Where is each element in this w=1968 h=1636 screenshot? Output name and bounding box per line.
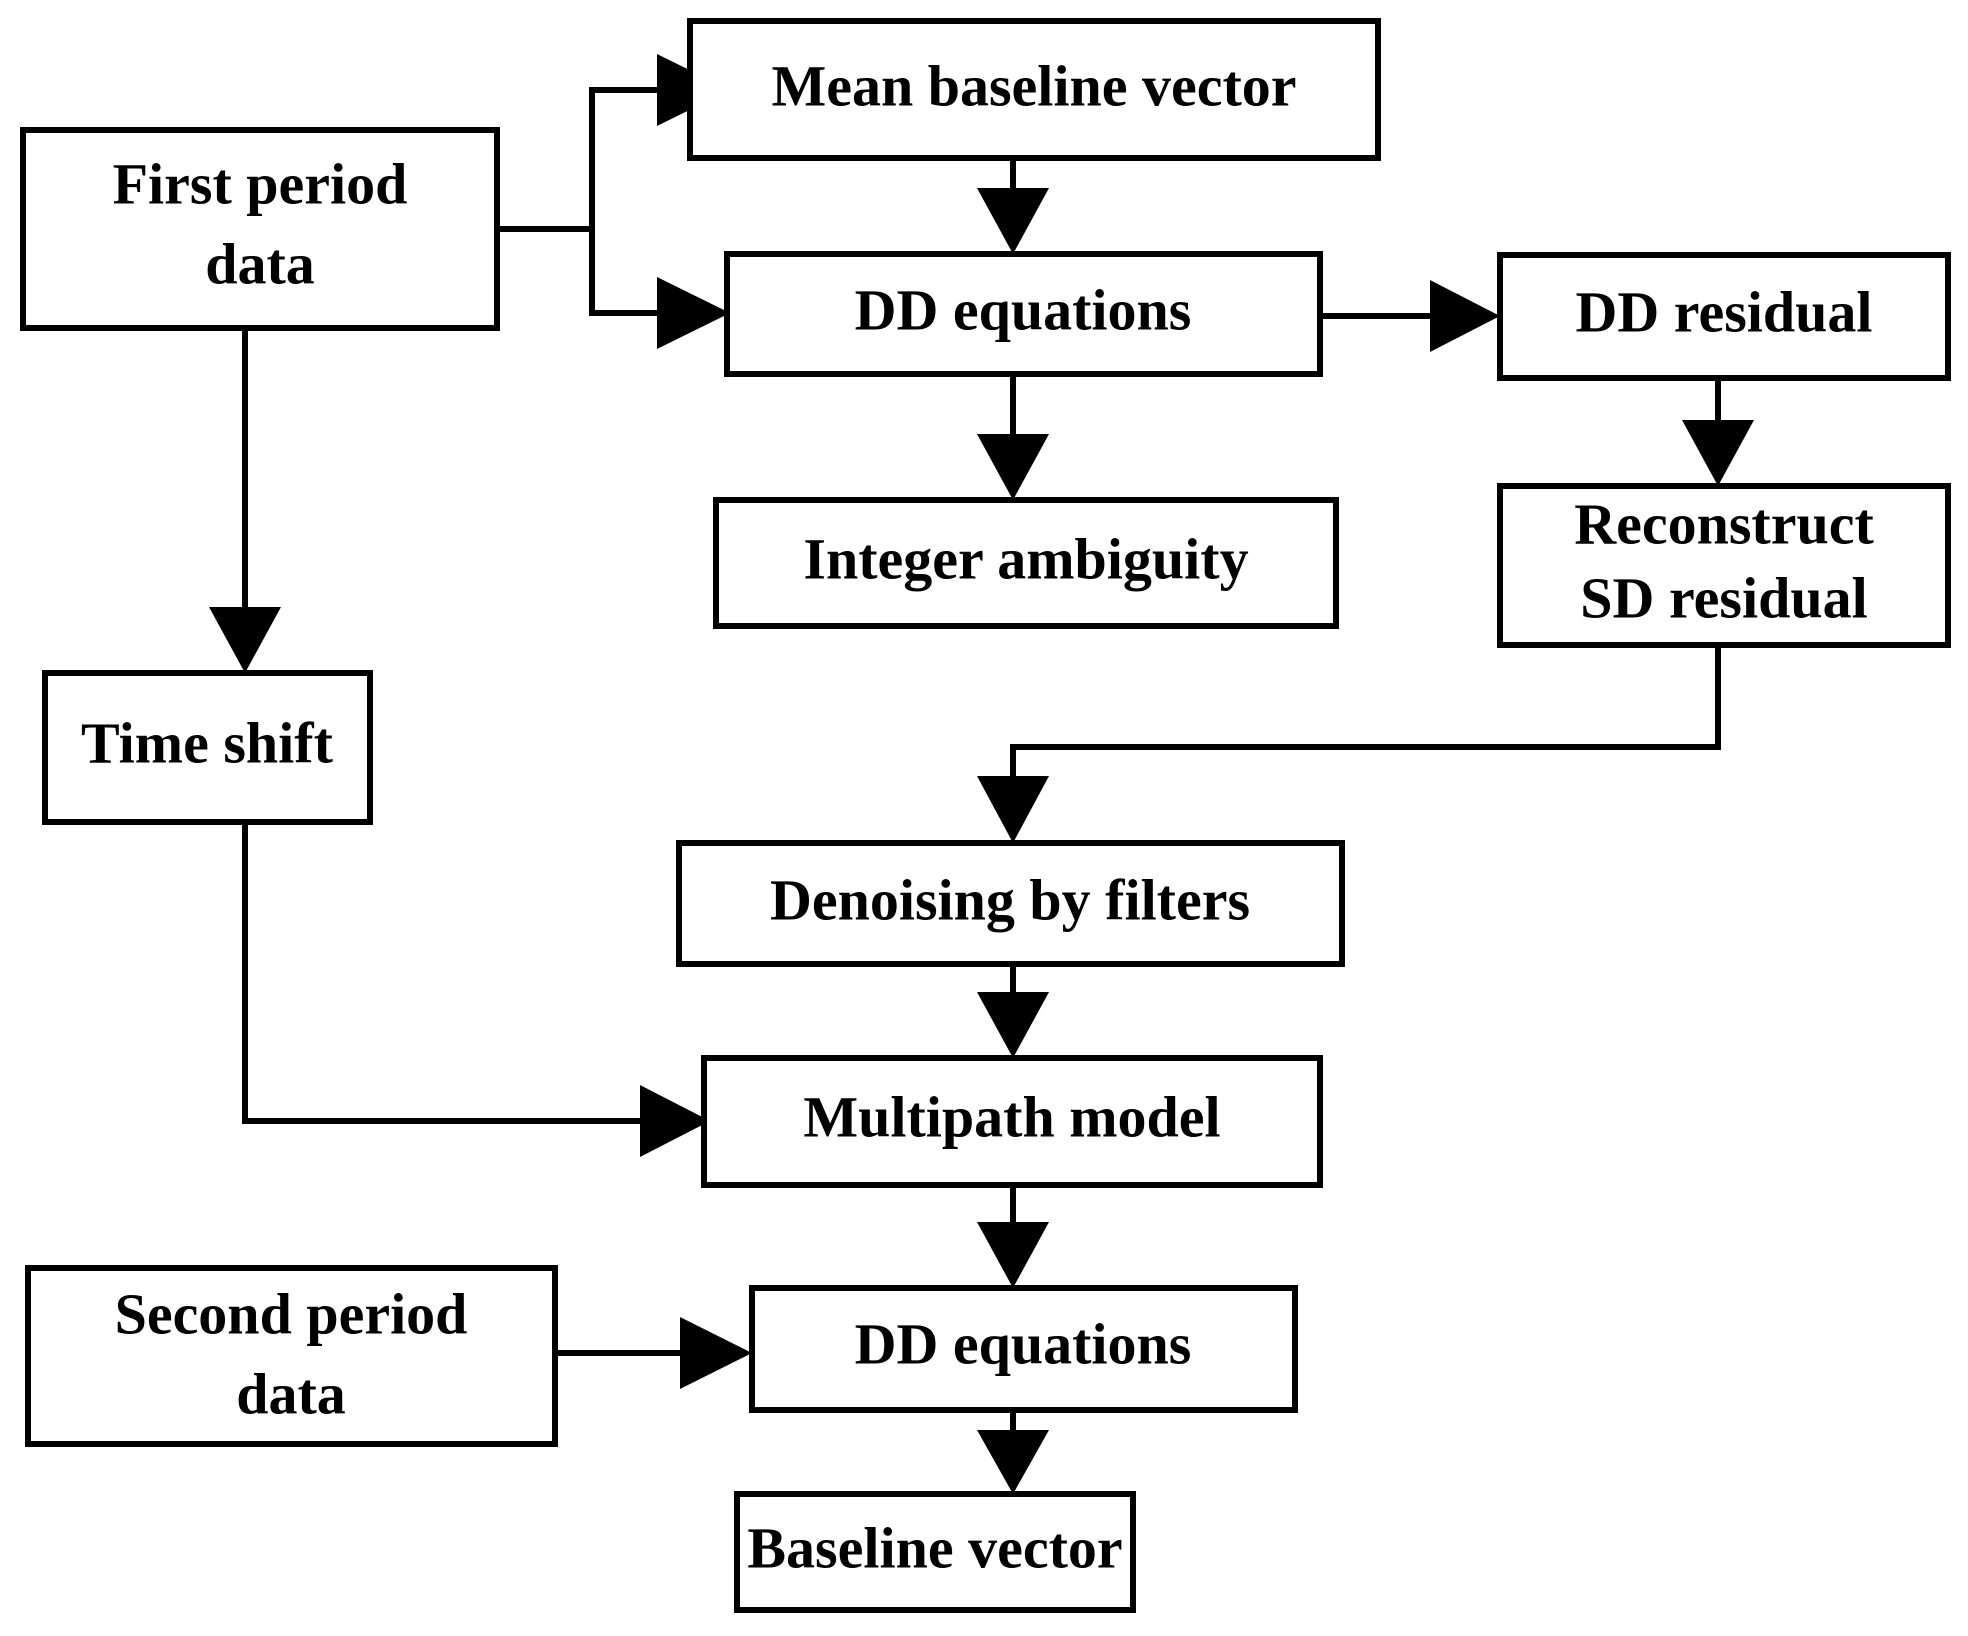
node-label-line2: data — [236, 1361, 346, 1426]
node-reconstruct-sd-residual[interactable]: Reconstruct SD residual — [1497, 483, 1951, 648]
arrowhead-icon — [640, 1085, 710, 1157]
arrowhead-icon — [657, 277, 730, 349]
node-label-line1: Second period — [115, 1281, 468, 1346]
edge-path — [589, 229, 657, 316]
arrowhead-icon — [977, 188, 1049, 254]
node-label-line1: Integer ambiguity — [803, 526, 1248, 591]
node-label-line1: DD residual — [1575, 279, 1872, 344]
node-label-line2: SD residual — [1580, 565, 1867, 630]
node-label-line1: Denoising by filters — [770, 867, 1250, 932]
node-dd-equations-top[interactable]: DD equations — [724, 251, 1323, 377]
edge-dd-equations-bottom-to-baseline-vector — [977, 1410, 1049, 1494]
node-label-line1: First period — [113, 151, 408, 216]
arrowhead-icon — [977, 1222, 1049, 1288]
node-label-line1: DD equations — [855, 277, 1192, 342]
edge-denoising-by-filters-to-multipath-model — [977, 964, 1049, 1058]
edge-multipath-model-to-dd-equations-bottom — [977, 1185, 1049, 1288]
node-dd-residual[interactable]: DD residual — [1497, 252, 1951, 381]
node-box[interactable] — [25, 1265, 558, 1447]
node-label-line1: Baseline vector — [747, 1515, 1122, 1580]
node-label-line1: Multipath model — [803, 1084, 1220, 1149]
node-mean-baseline-vector[interactable]: Mean baseline vector — [687, 18, 1381, 161]
edge-reconstruct-sd-residual-to-denoising-by-filters — [977, 645, 1721, 843]
edge-first-period-data-to-dd-equations-top — [589, 229, 730, 349]
node-baseline-vector[interactable]: Baseline vector — [734, 1491, 1136, 1613]
node-label-line2: data — [205, 231, 315, 296]
edge-mean-baseline-vector-to-dd-equations-top — [977, 158, 1049, 254]
node-box[interactable] — [20, 127, 500, 331]
node-second-period-data[interactable]: Second period data — [25, 1265, 558, 1447]
arrowhead-icon — [977, 776, 1049, 843]
node-label-line1: Time shift — [81, 710, 334, 775]
arrowhead-icon — [680, 1317, 752, 1389]
node-label-line1: DD equations — [855, 1311, 1192, 1376]
node-label-line1: Reconstruct — [1574, 491, 1874, 556]
edge-first-period-data-to-time-shift — [209, 328, 281, 673]
arrowhead-icon — [977, 1430, 1049, 1494]
arrowhead-icon — [1682, 420, 1754, 486]
edge-path — [1010, 645, 1721, 776]
arrowhead-icon — [209, 607, 281, 673]
node-denoising-by-filters[interactable]: Denoising by filters — [676, 840, 1345, 967]
node-box[interactable] — [749, 1285, 1298, 1413]
node-dd-equations-bottom[interactable]: DD equations — [749, 1285, 1298, 1413]
node-box[interactable] — [687, 18, 1381, 161]
node-box[interactable] — [724, 251, 1323, 377]
arrowhead-icon — [977, 434, 1049, 500]
node-box[interactable] — [42, 670, 373, 825]
node-box[interactable] — [713, 497, 1339, 629]
edge-path — [497, 87, 657, 232]
node-box[interactable] — [734, 1491, 1136, 1613]
node-integer-ambiguity[interactable]: Integer ambiguity — [713, 497, 1339, 629]
edge-second-period-data-to-dd-equations-bottom — [555, 1317, 752, 1389]
edge-dd-equations-top-to-integer-ambiguity — [977, 374, 1049, 500]
edge-time-shift-to-multipath-model — [242, 822, 710, 1157]
node-box[interactable] — [701, 1055, 1323, 1188]
node-time-shift[interactable]: Time shift — [42, 670, 373, 825]
arrowhead-icon — [977, 992, 1049, 1058]
node-label-line1: Mean baseline vector — [771, 53, 1296, 118]
node-box[interactable] — [676, 840, 1345, 967]
arrowhead-icon — [1430, 280, 1500, 352]
node-multipath-model[interactable]: Multipath model — [701, 1055, 1323, 1188]
node-box[interactable] — [1497, 252, 1951, 381]
node-box[interactable] — [1497, 483, 1951, 648]
edge-dd-residual-to-reconstruct-sd-residual — [1682, 378, 1754, 486]
edge-path — [242, 822, 640, 1124]
node-first-period-data[interactable]: First period data — [20, 127, 500, 331]
edge-dd-equations-top-to-dd-residual — [1320, 280, 1500, 352]
